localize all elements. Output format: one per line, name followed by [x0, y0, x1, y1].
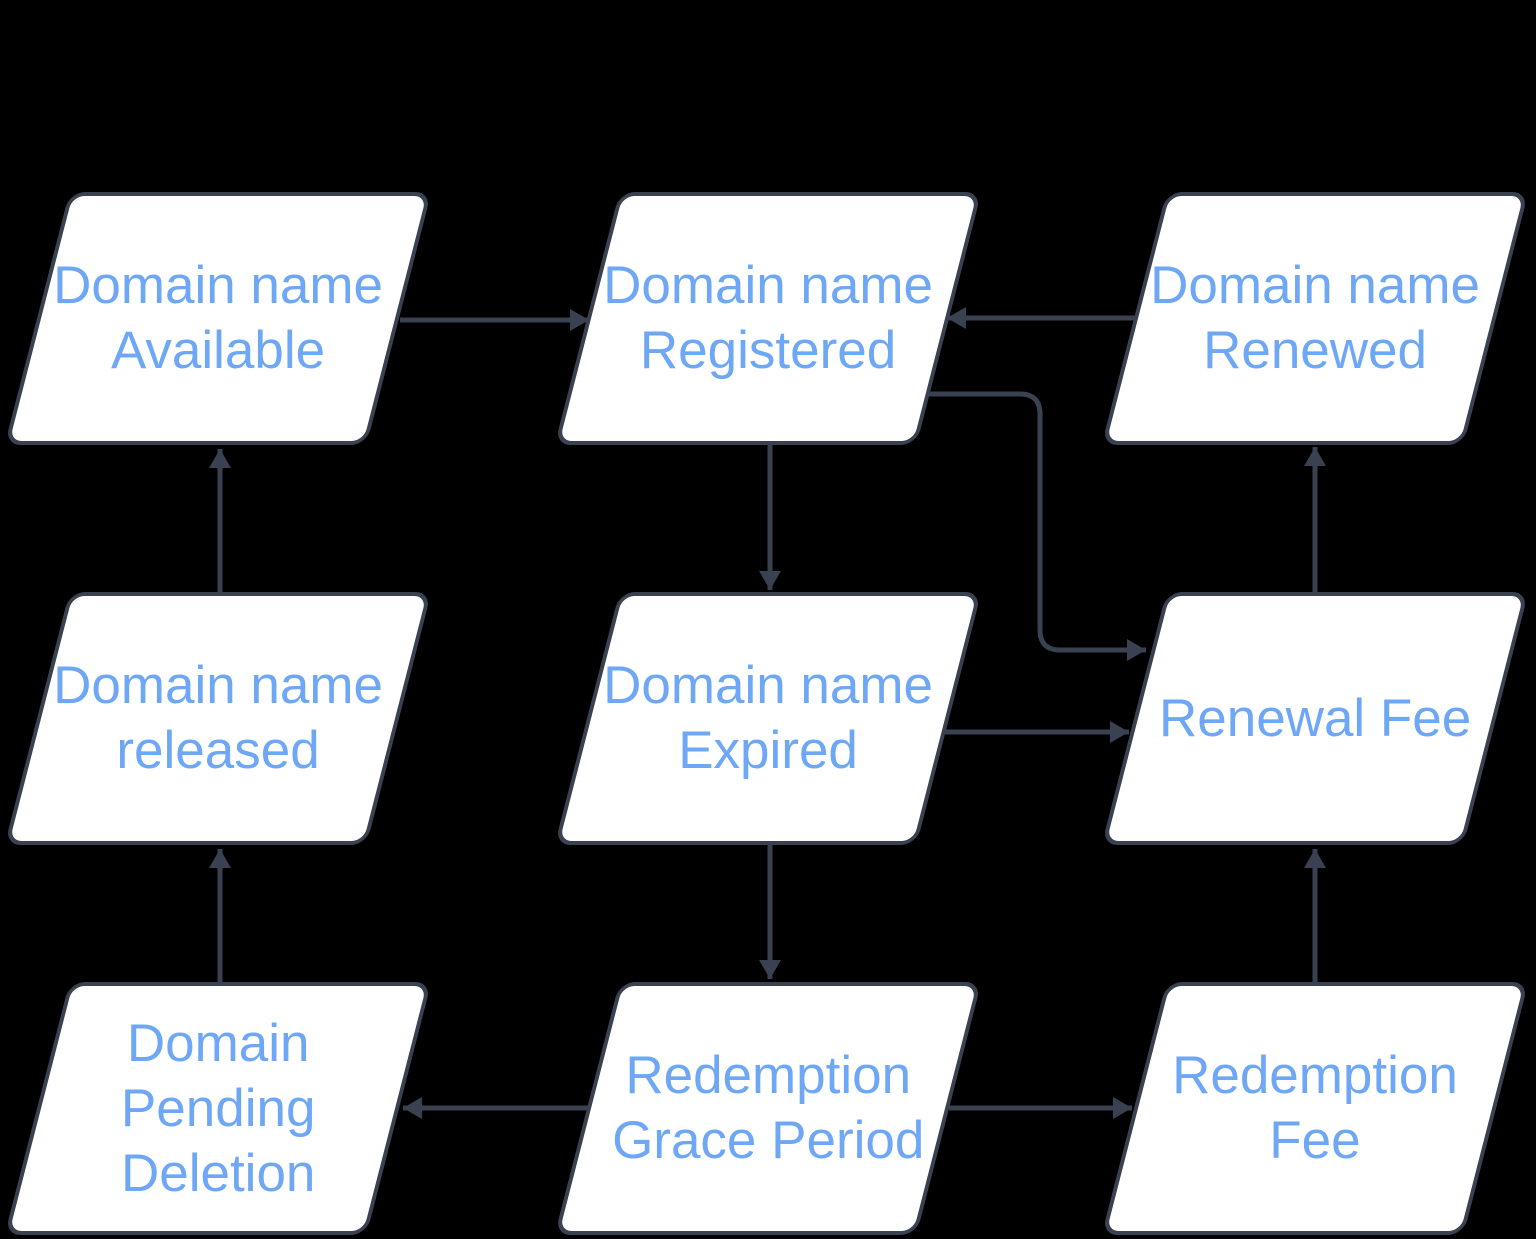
node-label: Redemption Fee	[1172, 1046, 1458, 1171]
node-domain-available: Domain name Available	[4, 192, 432, 445]
node-redemption-fee: Redemption Fee	[1101, 982, 1529, 1235]
node-redemption-grace-period: Redemption Grace Period	[554, 982, 982, 1235]
node-domain-expired: Domain name Expired	[554, 592, 982, 845]
edge-registered-to-renewal-fee	[926, 391, 1146, 661]
node-label: Domain name Registered	[603, 256, 933, 381]
node-domain-released: Domain name released	[4, 592, 432, 845]
node-domain-renewed: Domain name Renewed	[1101, 192, 1529, 445]
node-label: Domain name released	[53, 656, 383, 781]
node-domain-pending-deletion: Domain Pending Deletion	[4, 982, 432, 1235]
node-label: Domain Pending Deletion	[120, 1013, 316, 1204]
node-label: Domain name Available	[53, 256, 383, 381]
node-label: Domain name Renewed	[1150, 256, 1480, 381]
node-label: Domain name Expired	[603, 656, 933, 781]
node-label: Redemption Grace Period	[611, 1046, 925, 1171]
node-domain-registered: Domain name Registered	[554, 192, 982, 445]
node-label: Renewal Fee	[1158, 688, 1472, 748]
node-renewal-fee: Renewal Fee	[1101, 592, 1529, 845]
